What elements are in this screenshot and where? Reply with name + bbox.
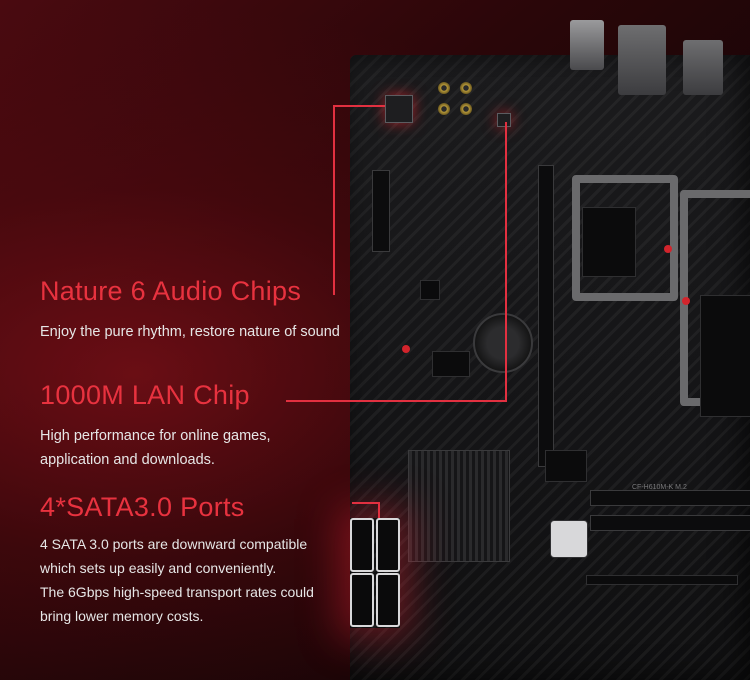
audio-callout-line-v	[333, 105, 335, 295]
lan-desc-line-2: application and downloads.	[40, 452, 215, 468]
small-chip	[545, 450, 587, 482]
chipset-label-bar	[586, 575, 738, 585]
cpu-shield	[572, 175, 678, 301]
m2-standoff	[550, 520, 588, 558]
lan-callout-line-v	[505, 122, 507, 402]
audio-desc: Enjoy the pure rhythm, restore nature of…	[40, 324, 340, 340]
audio-callout-line-h	[333, 105, 385, 107]
audio-jack-block	[570, 20, 604, 70]
pcie-slot	[538, 165, 554, 467]
audio-capacitor	[460, 82, 472, 94]
lan-desc-line-1: High performance for online games,	[40, 428, 271, 444]
audio-capacitor	[438, 82, 450, 94]
sata-desc-line-3: The 6Gbps high-speed transport rates cou…	[40, 584, 314, 600]
led-dot	[664, 245, 672, 253]
sata-desc-line-1: 4 SATA 3.0 ports are downward compatible	[40, 536, 308, 552]
lan-chip	[497, 113, 511, 127]
sata-port	[376, 573, 400, 627]
audio-capacitor	[460, 103, 472, 115]
sata-port	[376, 518, 400, 572]
lan-title: 1000M LAN Chip	[40, 380, 250, 410]
small-chip	[432, 351, 470, 377]
sata-port	[350, 518, 374, 572]
lan-callout-line-h	[286, 400, 506, 402]
led-dot	[682, 297, 690, 305]
audio-chip	[385, 95, 413, 123]
sata-ports	[350, 518, 400, 628]
cmos-battery	[473, 313, 533, 373]
sata-callout-line-v	[378, 502, 380, 518]
sata-title: 4*SATA3.0 Ports	[40, 492, 245, 522]
sata-callout-line-h	[352, 502, 380, 504]
cpu-socket-area	[582, 207, 636, 277]
usb-block	[683, 40, 723, 95]
motherboard-image	[350, 20, 750, 680]
ghost-decoration	[292, 40, 352, 270]
pcie-x1-slot	[590, 490, 750, 506]
usb-lan-block	[618, 25, 666, 95]
led-dot	[402, 345, 410, 353]
small-chip	[420, 280, 440, 300]
socket	[700, 295, 750, 417]
audio-title: Nature 6 Audio Chips	[40, 276, 302, 306]
pcie-x1-slot-2	[590, 515, 750, 531]
sata-desc-line-2: which sets up easily and conveniently.	[40, 560, 277, 576]
board-model-label: CF-H610M-K M.2	[632, 484, 687, 491]
sata-port	[350, 573, 374, 627]
header-slot	[372, 170, 390, 252]
audio-capacitor	[438, 103, 450, 115]
chipset-heatsink	[408, 450, 510, 562]
sata-desc-line-4: bring lower memory costs.	[40, 608, 204, 624]
